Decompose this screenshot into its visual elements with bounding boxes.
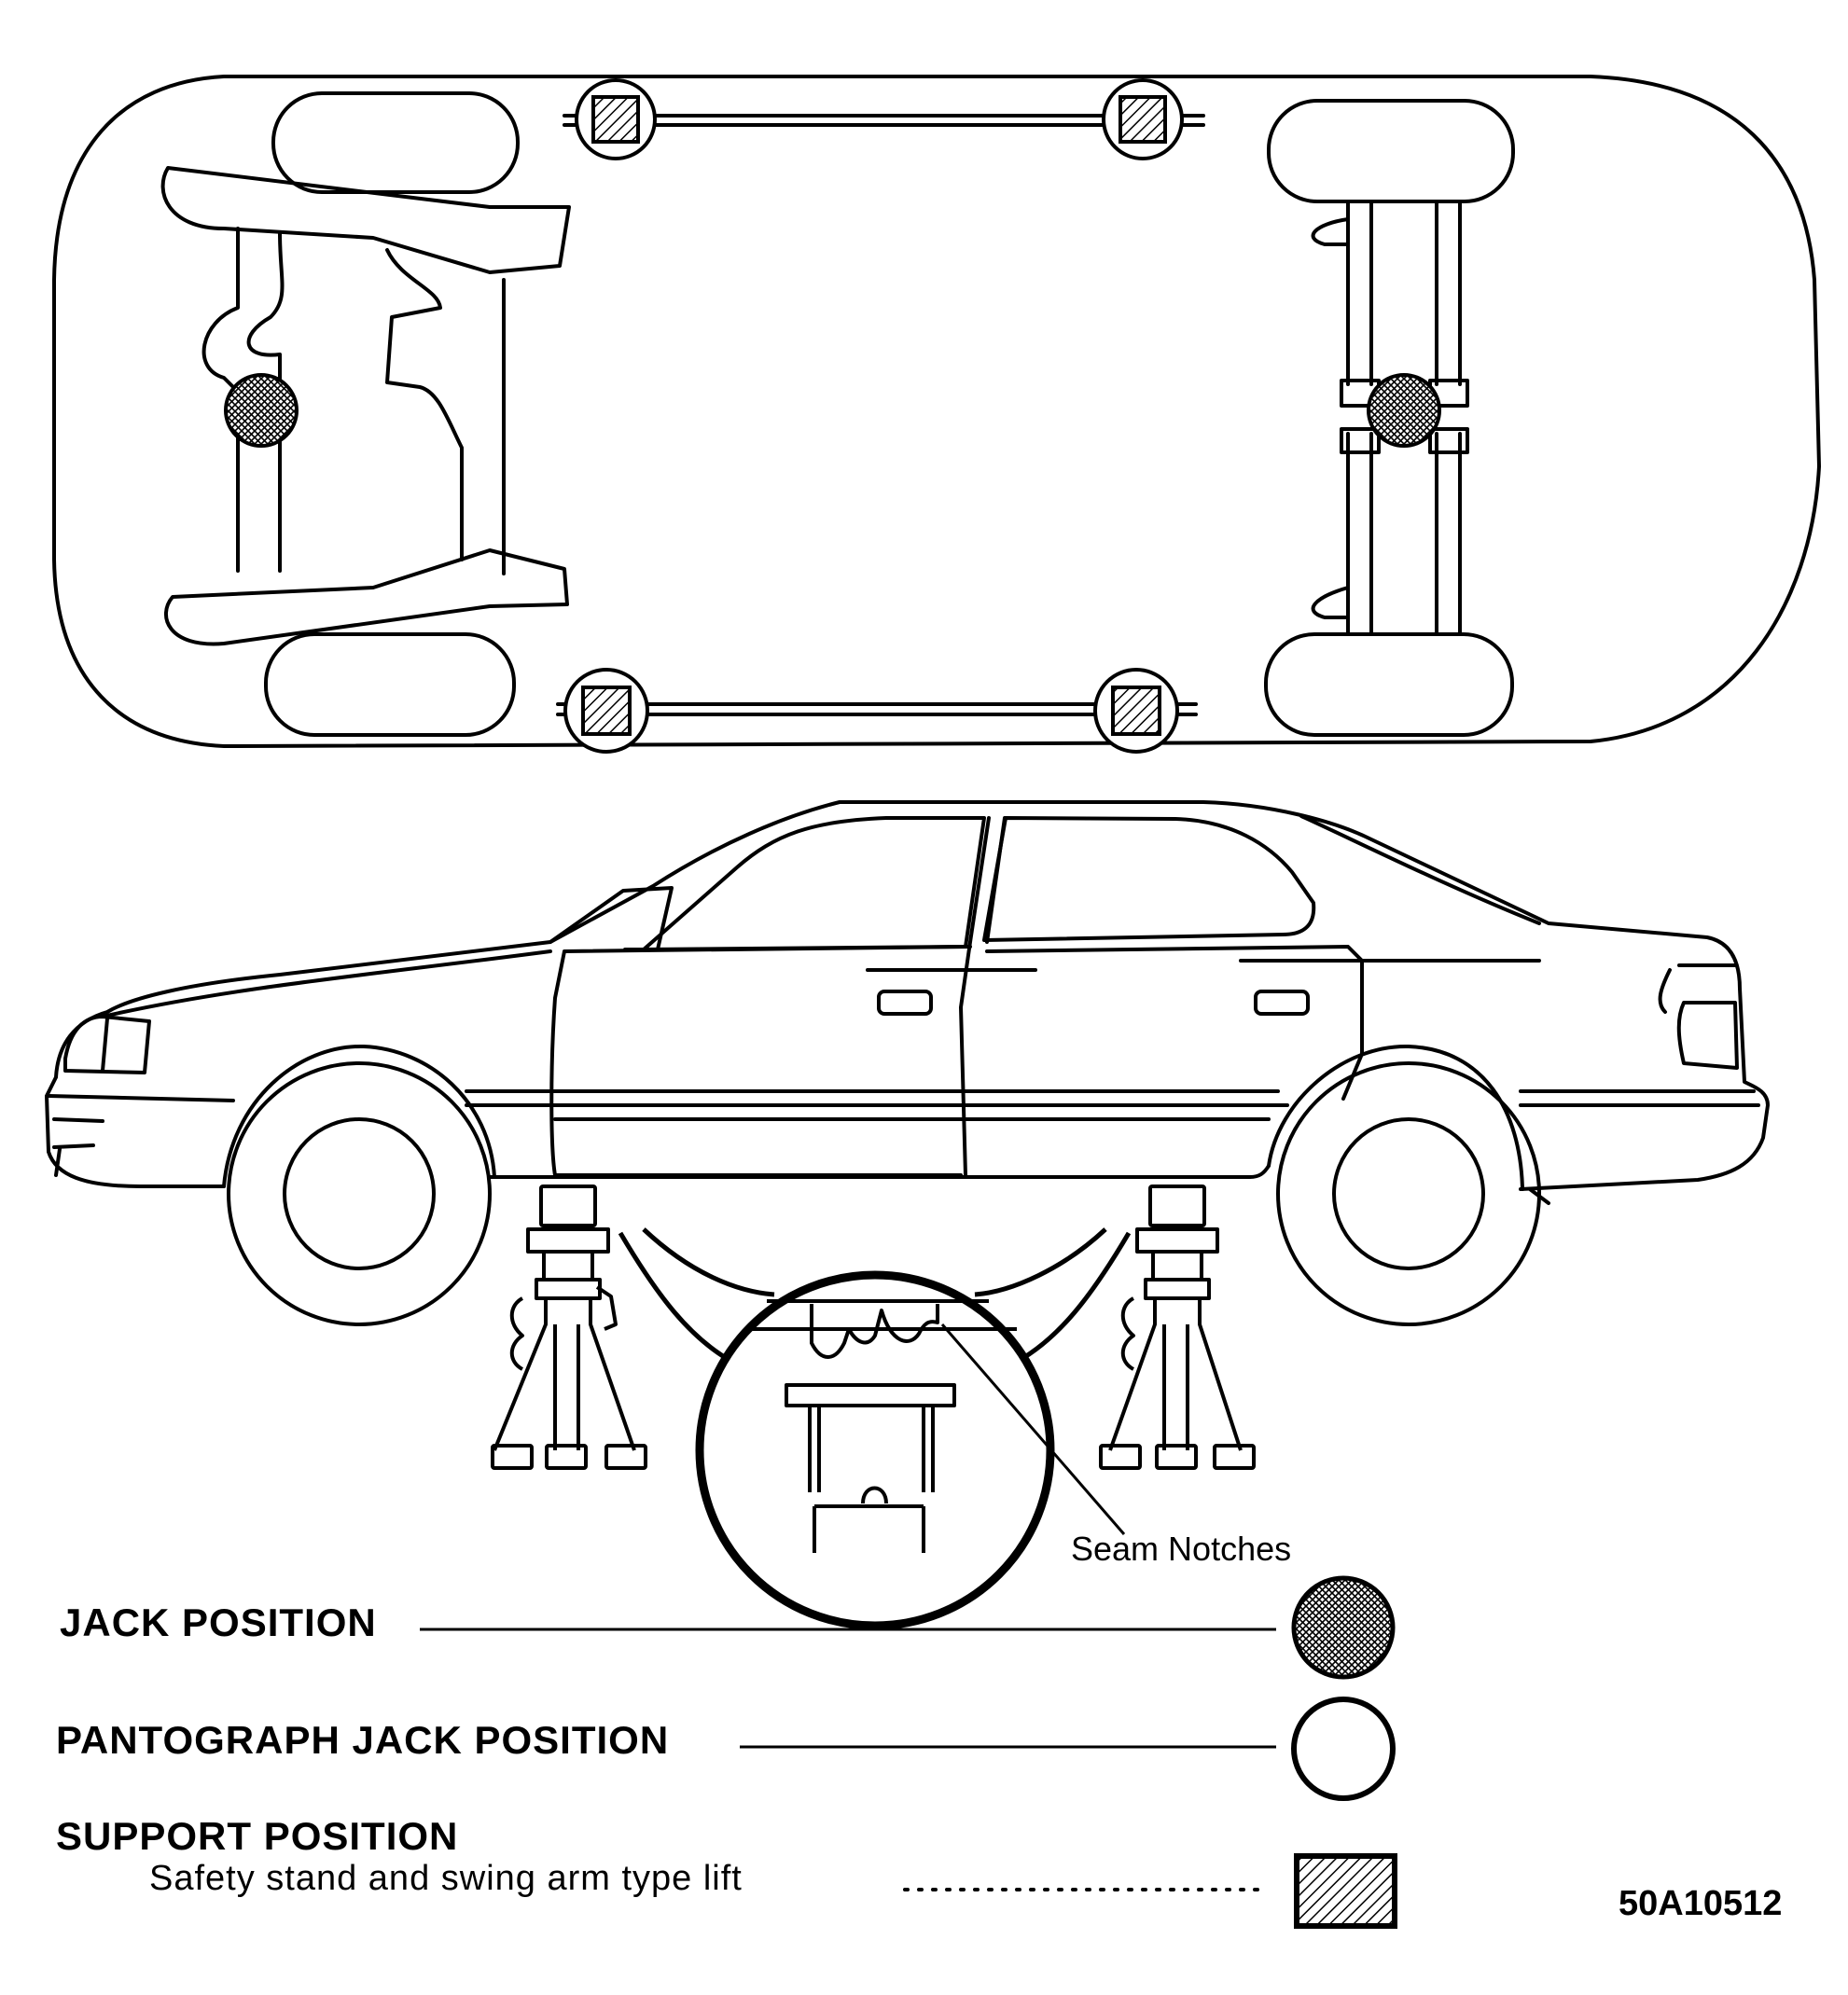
pantograph-jack-position-label: PANTOGRAPH JACK POSITION <box>56 1718 670 1762</box>
headlight <box>63 1015 151 1074</box>
detail-pointer-left <box>618 1227 775 1365</box>
rear-arm-top <box>160 166 571 274</box>
front-arm-top <box>1311 217 1350 246</box>
rear-rim <box>283 1117 436 1270</box>
front-wheel <box>1276 1061 1541 1326</box>
legend <box>420 1575 1397 1929</box>
seam-notches-label: Seam Notches <box>1071 1530 1292 1568</box>
support-position-detail: Safety stand and swing arm type lift <box>149 1859 743 1898</box>
support-point-rear-top <box>591 95 640 144</box>
rear-wheel-arch <box>222 1044 496 1188</box>
rear-crossmember <box>201 227 506 575</box>
rear-window <box>982 816 1316 942</box>
seam-notch-leader <box>940 1323 1126 1535</box>
seam-notch <box>810 1304 939 1359</box>
rear-tire-top <box>271 91 520 194</box>
figure-code: 50A10512 <box>1619 1884 1783 1923</box>
front-arm-bottom <box>1311 586 1350 619</box>
support-point-front-top <box>1119 95 1167 144</box>
seam-notch-detail <box>618 1227 1132 1630</box>
rear-wheel <box>227 1061 492 1326</box>
safety-stand-right <box>1099 1185 1256 1470</box>
support-points-top <box>563 78 1184 754</box>
jack-point-front <box>1367 373 1441 448</box>
safety-stand-left <box>491 1185 647 1470</box>
rear-door-handle <box>1254 990 1310 1016</box>
car-body-outline-top <box>52 75 1821 748</box>
rear-tire-bottom <box>264 632 516 737</box>
open-circle-icon <box>1291 1697 1396 1801</box>
car-body-outline-side <box>45 800 1770 1191</box>
rear-door <box>985 945 1364 1101</box>
front-subframe <box>1346 200 1462 636</box>
side-view <box>45 800 1770 1326</box>
front-door <box>549 945 972 1177</box>
rear-glass <box>1299 814 1541 925</box>
hatched-square-icon <box>1294 1853 1397 1929</box>
support-point-front-bottom <box>1111 686 1161 736</box>
front-tire-top <box>1267 99 1515 203</box>
front-tire-bottom <box>1264 632 1514 737</box>
front-wheel-arch <box>1267 1044 1524 1191</box>
support-position-label: SUPPORT POSITION <box>56 1814 459 1858</box>
tail-light <box>1658 963 1739 1070</box>
underside-view <box>52 75 1821 748</box>
jack-points <box>224 373 1441 448</box>
crosshatched-circle-icon <box>1291 1575 1396 1680</box>
front-window <box>642 816 986 951</box>
detail-pointer-right <box>974 1227 1132 1365</box>
support-point-rear-bottom <box>581 686 632 736</box>
front-rim <box>1332 1117 1485 1270</box>
jack-point-rear <box>224 373 299 448</box>
rear-arm-bottom <box>163 548 569 646</box>
jack-position-label: JACK POSITION <box>60 1600 377 1644</box>
front-door-handle <box>877 990 933 1016</box>
